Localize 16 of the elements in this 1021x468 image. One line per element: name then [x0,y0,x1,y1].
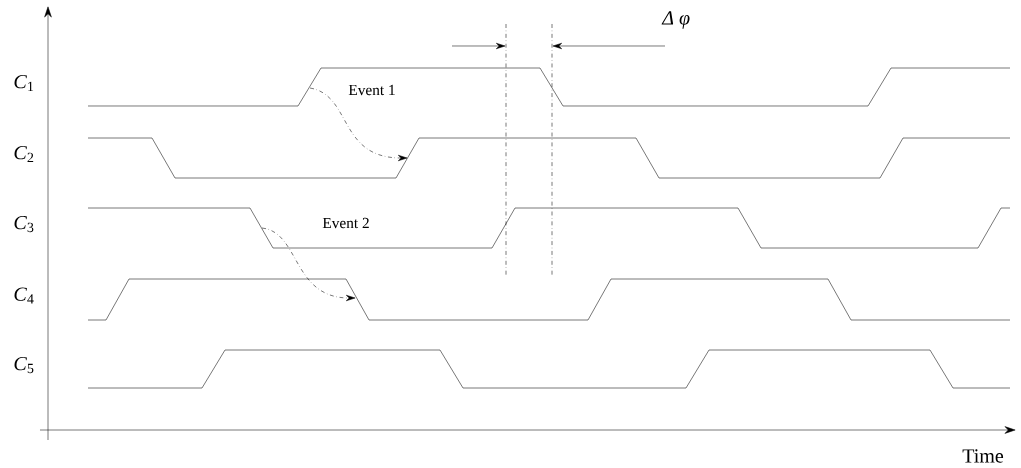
waveform [87,207,1011,249]
phase-shift-label: Δ φ [661,11,690,29]
axis-label: Time [962,449,1004,463]
arrow [261,227,356,302]
channel-label: C$_{5}$ [14,356,34,374]
channel-label: C$_{2}$ [14,145,34,163]
waveform [87,67,1011,107]
waveform [87,137,1011,179]
edge-label: Event 1 [347,83,397,97]
waveform [87,278,1011,321]
waveform [87,349,1011,389]
edge-label: Event 2 [321,216,371,230]
arrow [309,87,408,162]
channel-label: C$_{4}$ [14,287,34,304]
channel-label: C$_{3}$ [14,215,34,233]
channel-label: C$_{1}$ [14,74,34,92]
